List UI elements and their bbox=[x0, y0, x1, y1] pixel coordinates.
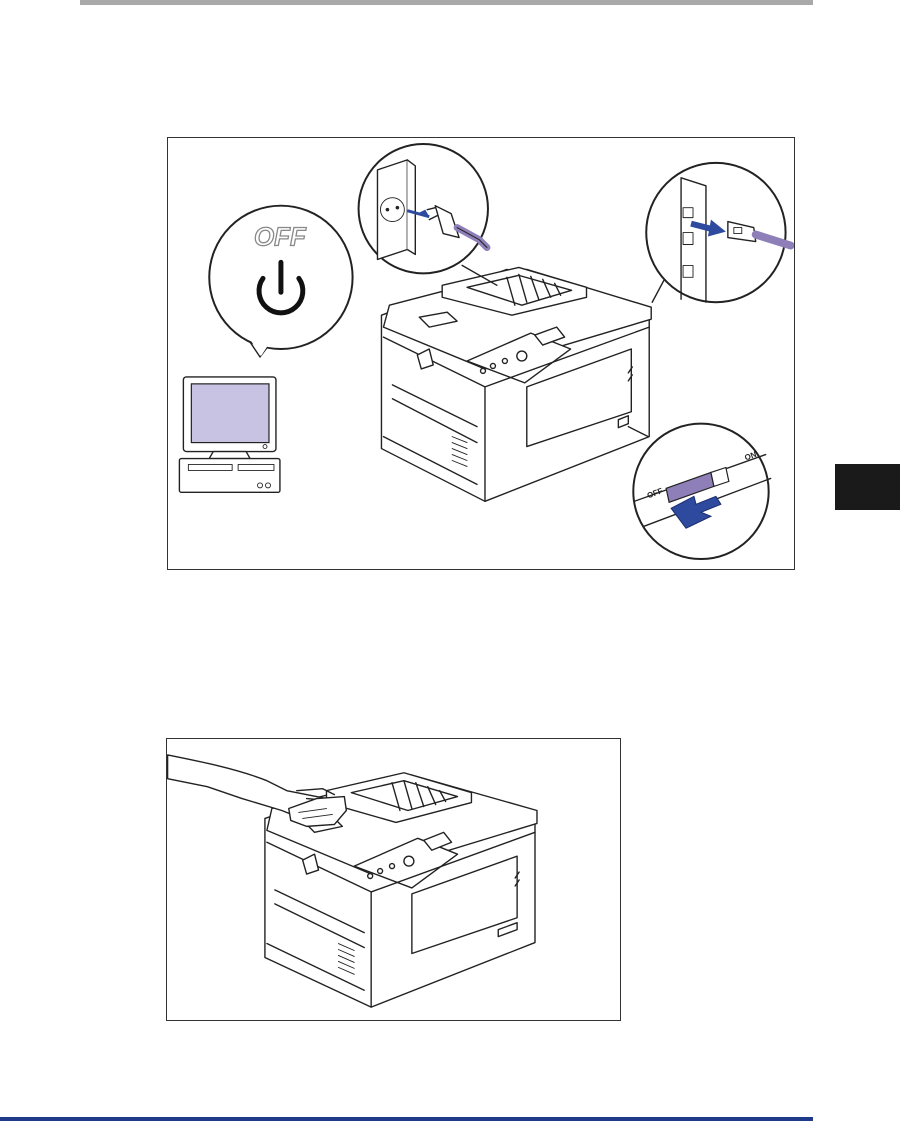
power-switch-callout: OFF ON bbox=[628, 424, 770, 559]
power-off-label: OFF bbox=[254, 224, 307, 252]
wall-outlet-icon bbox=[377, 160, 415, 260]
power-off-callout: OFF bbox=[209, 206, 352, 357]
figure-power-off-disconnect: OFF bbox=[167, 137, 795, 570]
usb-callout bbox=[646, 163, 790, 302]
footer-rule bbox=[0, 1117, 813, 1121]
computer-icon bbox=[179, 377, 280, 492]
wall-outlet-callout bbox=[359, 144, 497, 285]
hand-with-cloth-icon bbox=[168, 755, 347, 826]
figure-wipe-printer bbox=[166, 738, 621, 1021]
header-rule bbox=[80, 0, 813, 5]
chapter-tab bbox=[835, 464, 900, 510]
printer-icon bbox=[381, 267, 651, 501]
